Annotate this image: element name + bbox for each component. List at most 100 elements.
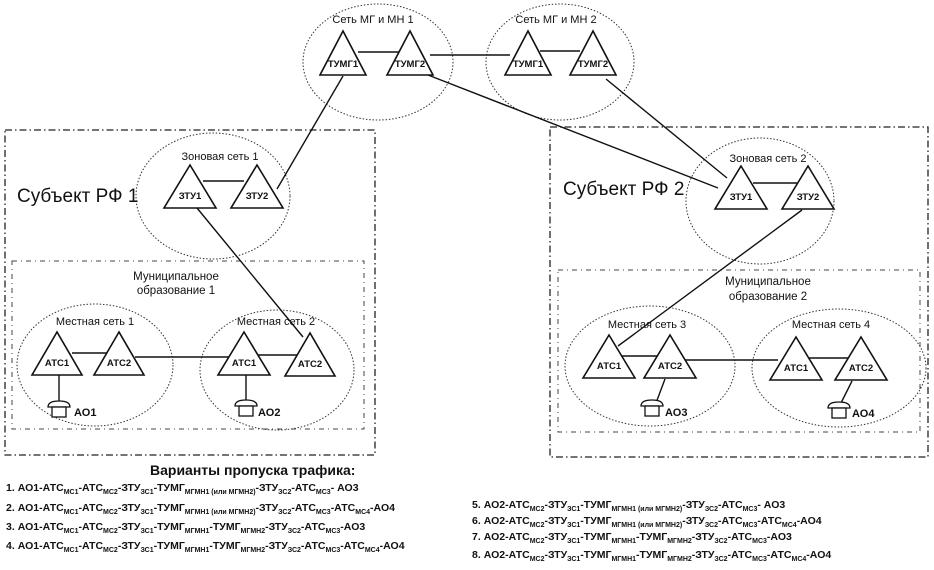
route-segment: -ЗТУ [117,502,141,514]
node-tumg2-net1: ТУМГ2 [385,29,435,76]
route-segment-subscript: МС3 [325,528,341,535]
route-segment-subscript: МС2 [529,506,545,513]
route-segment-subscript: ЗС2 [278,509,292,516]
route-7: 7. АО2-АТСМС2-ЗТУЗС1-ТУМГМГМН1-ТУМГМГМН2… [472,531,792,545]
node-atc1-local1: АТС1 [30,330,84,376]
intercity-network-1-label: Сеть МГ и МН 1 [332,14,413,26]
route-segment-subscript: ЗС2 [714,538,728,545]
link-zty2-atc1-local3 [617,209,803,347]
municipality-2-label: образование 2 [729,291,807,303]
local-network-3-label: Местная сеть 3 [608,319,686,331]
route-segment: -ЗТУ [255,502,279,514]
phone-icon [234,399,258,417]
node-label: АТС1 [45,358,70,369]
route-segment: -ТУМГ [580,531,612,543]
route-segment: -ТУМГ [153,521,185,533]
route-segment-subscript: ЗС2 [278,489,292,496]
route-segment-subscript: МС4 [791,556,807,563]
node-atc1-local3: АТС1 [581,333,637,379]
route-segment-subscript: ЗС1 [140,547,154,554]
route-segment: -ТУМГ [209,521,241,533]
intercity-network-1-boundary [302,3,454,121]
route-segment-subscript: ЗС2 [287,528,301,535]
route-segment-subscript: МС4 [355,509,371,516]
route-segment: -ТУМГ [209,540,241,552]
node-label: АТС1 [784,363,809,374]
local-network-1-boundary [16,303,174,427]
node-label: АТС2 [658,361,682,372]
route-segment: АО2-АТС [483,515,530,527]
phone-icon [827,401,851,419]
traffic-variants: Варианты пропуска трафика: 1. АО1-АТС МС1… [0,462,934,570]
route-segment: -ЗТУ [691,531,715,543]
route-segment: -АТС [727,549,753,561]
zone-network-1-boundary [135,132,291,260]
node-label: АТС2 [849,363,873,374]
node-zty2-zone2: ЗТУ2 [780,164,836,210]
subscriber-label: АО1 [74,407,96,419]
route-segment: -АТС [291,502,316,514]
route-segment-subscript: МС3 [752,556,767,563]
route-segment-subscript: МС1 [63,509,79,516]
route-segment: -ТУМГ [153,540,185,552]
route-segment: -ЗТУ [117,540,141,552]
route-4: 4. АО1-АТСМС1-АТСМС2-ЗТУЗС1-ТУМГМГМН1-ТУ… [6,540,405,554]
municipality-1-label: Муниципальное [133,271,219,283]
route-segment: -АТС [78,482,104,494]
route-number: 8. [472,549,484,561]
route-segment-subscript: МГМН2 [667,538,692,545]
route-segment: -АО4 [796,515,822,527]
route-segment-subscript: МС2 [103,547,118,554]
local-network-2-label: Местная сеть 2 [237,316,315,328]
node-tumg2-net2: ТУМГ2 [568,29,618,76]
route-segment: -АТС [300,540,326,552]
route-segment: -ЗТУ [682,515,705,527]
route-segment-subscript: ЗС2 [704,506,718,513]
route-segment-subscript: МГМН1 [611,538,637,545]
route-number: 1. [6,482,18,494]
route-segment: -ТУМГ [153,482,185,494]
links [58,50,853,406]
route-segment-subscript: ЗС1 [567,556,581,563]
region-1-label: Субъект РФ 1 [17,186,138,207]
route-segment: -ТУМГ [580,515,612,527]
route-segment-subscript: ЗС2 [704,522,718,529]
route-number: 6. [472,515,484,527]
node-label: ТУМГ2 [578,59,608,70]
route-segment: АО1-АТС [17,521,64,533]
local-network-1-label: Местная сеть 1 [56,316,134,328]
municipality-box-2 [557,269,921,433]
route-number: 5. [472,499,484,511]
intercity-network-2-boundary [485,3,635,121]
route-number: 2. [6,502,18,514]
zone-network-2-boundary [685,137,835,265]
route-segment-subscript: ЗС1 [140,489,154,496]
route-segment: -ЗТУ [255,482,279,494]
route-segment: -АТС [340,540,365,552]
route-segment: -АТС [78,521,104,533]
route-segment: -ЗТУ [544,531,568,543]
route-segment-subscript: МС2 [529,556,545,563]
node-label: ТУМГ1 [513,59,544,70]
route-8: 8. АО2-АТСМС2-ЗТУЗС1-ТУМГМГМН1-ТУМГМГМН2… [472,549,831,563]
node-tumg1-net2: ТУМГ1 [503,29,553,76]
node-label: ТУМГ1 [328,59,359,70]
variants-title: Варианты пропуска трафика: [150,462,356,478]
route-segment-subscript: ЗС1 [140,509,154,516]
route-segment: -АТС [718,499,743,511]
route-segment: -АТС [330,502,356,514]
link-tumg2net2-zty1-zone2 [605,78,728,179]
route-segment-subscript: МГМН2 [667,556,692,563]
region-box-1 [4,129,376,456]
route-segment: -АТС [727,531,753,543]
route-segment-subscript: МС3 [315,509,331,516]
route-segment: -ЗТУ [117,521,141,533]
route-segment: -АТС [718,515,743,527]
route-segment: -АТС [300,521,326,533]
route-segment: -ЗТУ [691,549,715,561]
route-3: 3. АО1-АТСМС1-АТСМС2-ЗТУЗС1-ТУМГМГМН1-ТУ… [6,521,365,535]
node-atc2-local4: АТС2 [833,335,889,381]
route-5: 5. АО2-АТСМС2-ЗТУЗС1-ТУМГМГМН1 (или МГМН… [472,499,785,513]
route-segment: -ЗТУ [117,482,141,494]
node-atc2-local1: АТС2 [92,330,146,376]
